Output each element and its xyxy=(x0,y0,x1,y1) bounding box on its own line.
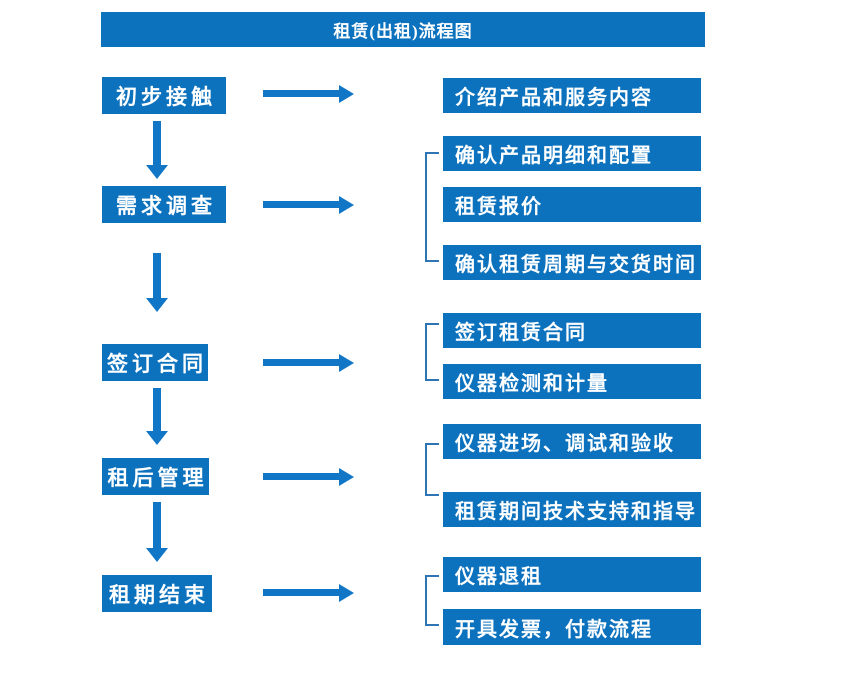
right-arrow-connector-2 xyxy=(263,195,354,214)
arrow-shaft xyxy=(153,121,161,165)
arrow-shaft xyxy=(153,502,161,548)
right-arrow-connector-5 xyxy=(263,583,354,602)
stage-demand-survey: 需求调查 xyxy=(102,186,226,223)
right-arrow-head-icon xyxy=(339,195,354,214)
detail-rental-tech-support: 租赁期间技术支持和指导 xyxy=(443,492,701,527)
detail-introduce-products: 介绍产品和服务内容 xyxy=(443,78,701,113)
arrow-shaft xyxy=(263,90,339,97)
detail-confirm-product-config: 确认产品明细和配置 xyxy=(443,136,701,171)
arrow-shaft xyxy=(263,201,339,208)
right-arrow-connector-4 xyxy=(263,467,354,486)
detail-invoice-payment: 开具发票，付款流程 xyxy=(443,609,701,645)
arrow-shaft xyxy=(263,473,339,480)
detail-sign-rental-contract: 签订租赁合同 xyxy=(443,313,701,348)
detail-instrument-setup-acceptance: 仪器进场、调试和验收 xyxy=(443,424,701,459)
down-arrow-head-icon xyxy=(146,548,168,562)
stage-initial-contact: 初步接触 xyxy=(102,77,226,114)
right-arrow-connector-1 xyxy=(263,84,354,103)
arrow-shaft xyxy=(153,388,161,431)
down-arrow-connector-3 xyxy=(146,388,168,445)
right-arrow-head-icon xyxy=(339,467,354,486)
right-arrow-connector-3 xyxy=(263,353,354,372)
arrow-shaft xyxy=(263,589,339,596)
group-bracket-post-rental xyxy=(425,443,439,496)
group-bracket-sign-contract xyxy=(425,323,439,381)
detail-instrument-return: 仪器退租 xyxy=(443,557,701,592)
detail-instrument-testing: 仪器检测和计量 xyxy=(443,364,701,399)
right-arrow-head-icon xyxy=(339,583,354,602)
arrow-shaft xyxy=(263,359,339,366)
stage-rental-end: 租期结束 xyxy=(102,575,212,612)
down-arrow-connector-4 xyxy=(146,502,168,562)
detail-confirm-period-delivery: 确认租赁周期与交货时间 xyxy=(443,245,701,280)
group-bracket-demand-survey xyxy=(425,152,439,262)
down-arrow-connector-2 xyxy=(146,253,168,312)
detail-rental-quote: 租赁报价 xyxy=(443,187,701,222)
group-bracket-rental-end xyxy=(425,575,439,626)
arrow-shaft xyxy=(153,253,161,298)
page-title: 租赁(出租)流程图 xyxy=(101,12,705,47)
down-arrow-head-icon xyxy=(146,298,168,312)
right-arrow-head-icon xyxy=(339,353,354,372)
right-arrow-head-icon xyxy=(339,84,354,103)
down-arrow-connector-1 xyxy=(146,121,168,179)
down-arrow-head-icon xyxy=(146,431,168,445)
stage-post-rental-management: 租后管理 xyxy=(102,458,209,495)
down-arrow-head-icon xyxy=(146,165,168,179)
stage-sign-contract: 签订合同 xyxy=(102,344,208,381)
